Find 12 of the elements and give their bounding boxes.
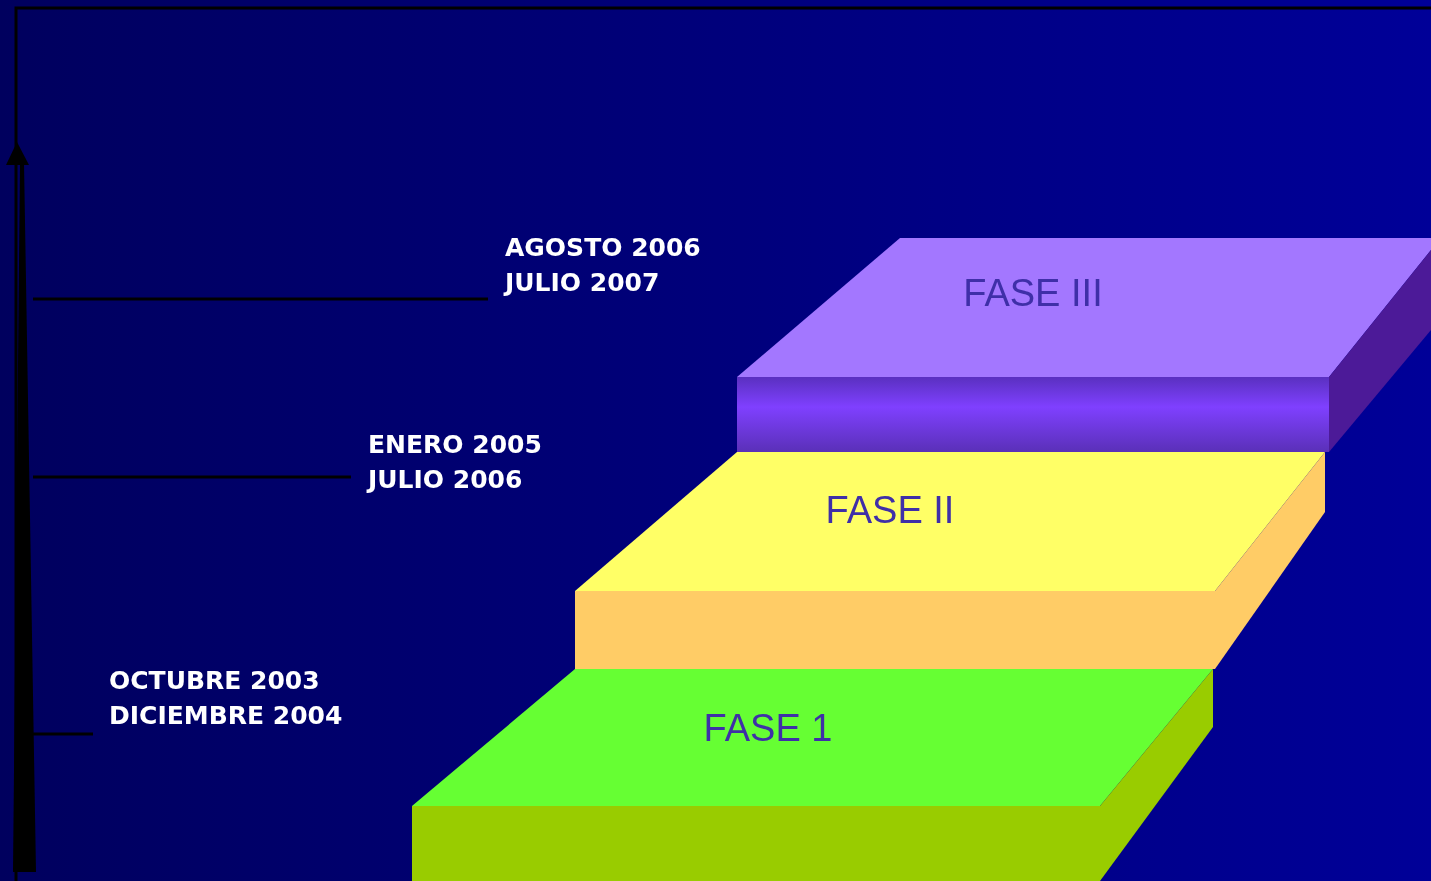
date-text: AGOSTO 2006 — [505, 232, 701, 264]
leader-line — [33, 475, 351, 479]
phase-label: FASE 1 — [703, 706, 833, 750]
phase-label: FASE III — [963, 271, 1103, 315]
phase-label: FASE II — [825, 488, 955, 532]
date-text: ENERO 2005 — [368, 429, 542, 461]
date-text: JULIO 2007 — [505, 267, 660, 299]
date-text: DICIEMBRE 2004 — [109, 700, 343, 732]
date-text: OCTUBRE 2003 — [109, 665, 320, 697]
date-text: JULIO 2006 — [368, 464, 523, 496]
leader-line — [33, 297, 488, 301]
leader-line — [33, 732, 93, 736]
